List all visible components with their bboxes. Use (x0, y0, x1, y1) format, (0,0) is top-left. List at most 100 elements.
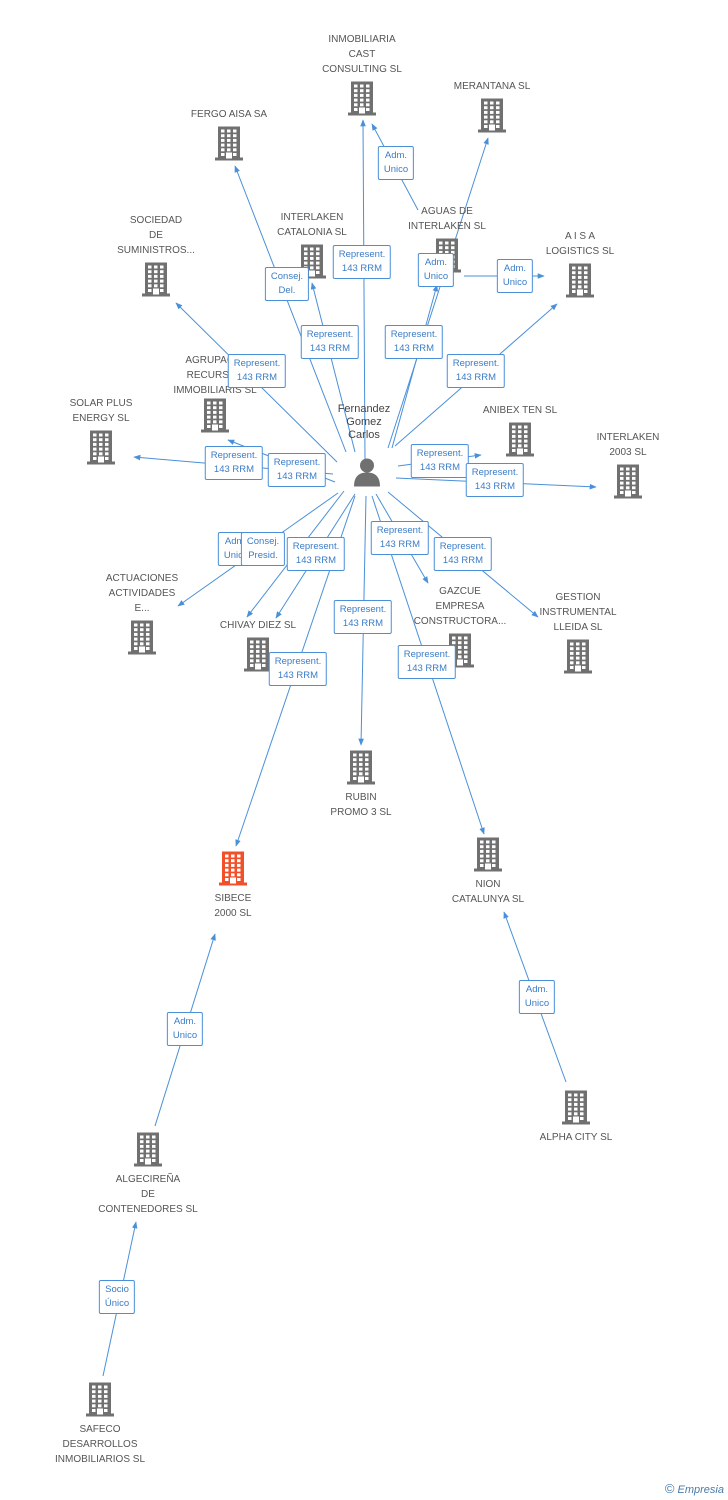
edge-label[interactable]: Represent.143 RRM (397, 645, 457, 679)
company-label-line: LLEIDA SL (553, 622, 603, 633)
edge-label[interactable]: Represent.143 RRM (410, 444, 470, 478)
edge-label[interactable]: Represent.143 RRM (333, 600, 393, 634)
edge-label[interactable]: Consej.Presid. (240, 532, 286, 566)
edge-label-line: Represent. (452, 358, 500, 369)
building-icon[interactable] (347, 750, 375, 790)
building-icon[interactable] (506, 422, 534, 462)
person-icon[interactable] (352, 457, 382, 492)
company-label-anibex-ten[interactable]: ANIBEX TEN SL (483, 403, 557, 418)
edge-label[interactable]: Represent.143 RRM (332, 245, 392, 279)
edge-label-line: Represent. (292, 541, 340, 552)
edge-label[interactable]: Represent.143 RRM (267, 453, 327, 487)
edge-label-line: Adm. (424, 257, 448, 268)
edge-label[interactable]: Represent.143 RRM (465, 463, 525, 497)
edge-label-line: Adm. (224, 536, 248, 547)
edge-label[interactable]: Adm.Unico (496, 259, 534, 293)
company-label-line: CAST (348, 49, 376, 60)
edge-label[interactable]: Adm. Unico (417, 253, 455, 287)
building-icon[interactable] (86, 1382, 114, 1422)
building-icon[interactable] (348, 81, 376, 121)
edge-label-line: 143 RRM (236, 372, 278, 383)
building-icon[interactable] (201, 398, 229, 438)
building-icon[interactable] (474, 837, 502, 877)
edge-person-to-aguas-interlaken (391, 284, 439, 449)
company-label-line: MERANTANA SL (453, 81, 531, 92)
company-label-merantana[interactable]: MERANTANA SL (454, 79, 531, 94)
building-icon[interactable] (219, 851, 247, 891)
building-icon[interactable] (614, 464, 642, 504)
company-label-line: IMMOBILIARIS SL (173, 385, 257, 396)
edge-label[interactable]: Represent.143 RRM (370, 521, 430, 555)
company-label-line: ACTIVIDADES (108, 588, 176, 599)
edge-label[interactable]: Represent.143 RRM (300, 325, 360, 359)
brand-name: Empresia (677, 1484, 724, 1496)
company-label-line: CATALUNYA SL (451, 894, 525, 905)
edge-label-line: Adm. (384, 150, 408, 161)
company-label-line: CHIVAY DIEZ SL (219, 620, 297, 631)
building-icon[interactable] (87, 430, 115, 470)
company-label-line: SUMINISTROS... (117, 245, 195, 256)
edge-label-line: 143 RRM (277, 670, 319, 681)
building-icon[interactable] (562, 1090, 590, 1130)
company-label-line: 2003 SL (609, 447, 647, 458)
edge-label-line: Represent. (273, 457, 321, 468)
edge-label[interactable]: Adm.Unico (377, 146, 415, 180)
edge-label-line: Represent. (210, 450, 258, 461)
edge-label[interactable]: Represent.143 RRM (204, 446, 264, 480)
company-label-chivay-diez[interactable]: CHIVAY DIEZ SL (220, 618, 296, 633)
company-label-line: ANIBEX TEN SL (482, 405, 558, 416)
person-name-line: Fernandez (337, 403, 391, 415)
company-label-line: AGRUPACIO (185, 355, 245, 366)
edge-label-line: Represent. (233, 358, 281, 369)
company-label-line: CATALONIA SL (277, 227, 347, 238)
edge-label[interactable]: Represent.143 RRM (446, 354, 506, 388)
edge-label[interactable]: Represent.143 RRM (384, 325, 444, 359)
edge-label[interactable]: Consej.Del. (264, 267, 310, 301)
building-icon[interactable] (564, 639, 592, 679)
building-icon[interactable] (244, 637, 272, 677)
edge-label[interactable]: Represent. 143 RRM (227, 354, 287, 388)
edge-label[interactable]: Represent.143 RRM (268, 652, 328, 686)
edge-label[interactable]: Represent.143 RRM (286, 537, 346, 571)
edge-label-line: Represent. (416, 448, 464, 459)
building-icon[interactable] (142, 262, 170, 302)
building-icon[interactable] (134, 1132, 162, 1172)
edge-label-line: Del. (278, 285, 296, 296)
building-icon[interactable] (566, 263, 594, 303)
edge-label[interactable]: Adm.Unico (518, 980, 556, 1014)
edge-label-line: Unico (172, 1030, 198, 1041)
edge-label-line: Consej. (246, 536, 280, 547)
company-label-line: SIBECE (214, 893, 252, 904)
company-label-fergo-aisa[interactable]: FERGO AISA SA (191, 107, 267, 122)
edge-label[interactable]: Represent.143 RRM (433, 537, 493, 571)
edge-label-line: Adm. (525, 984, 549, 995)
edge-label-line: Unico (423, 271, 449, 282)
building-icon[interactable] (215, 126, 243, 166)
company-label-line: ALPHA CITY SL (539, 1132, 613, 1143)
company-label-alpha-city[interactable]: ALPHA CITY SL (540, 1130, 613, 1145)
brand-watermark[interactable]: © Empresia (665, 1481, 724, 1496)
edge-label-line: Socio (105, 1284, 129, 1295)
edge-label[interactable]: Adm.Unico (166, 1012, 204, 1046)
edge-label-line: 143 RRM (474, 481, 516, 492)
building-icon[interactable] (478, 98, 506, 138)
building-icon[interactable] (128, 620, 156, 660)
